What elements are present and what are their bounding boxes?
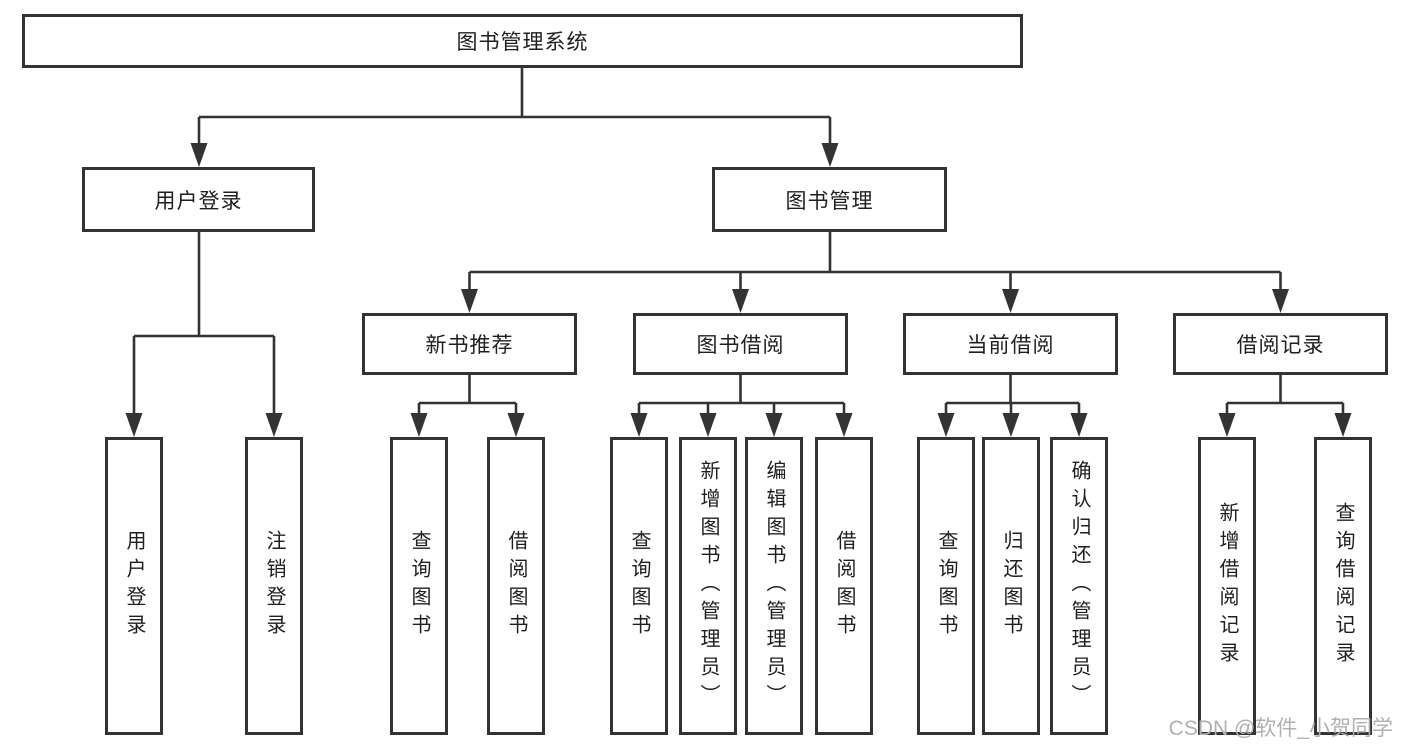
node-book-borrowing-label: 图书借阅 [696,334,785,357]
node-new-book-recommendation-label: 新书推荐 [425,334,514,357]
arrowhead-icon [1070,413,1088,437]
arrowhead-icon [1334,413,1352,437]
arrowhead-icon [507,413,525,437]
leaf-newbooks-query-books-label: 查询图书 [408,530,430,642]
node-current-borrowing: 当前借阅 [903,313,1118,375]
leaf-current-confirm-return-admin: 确认归还（管理员） [1050,437,1108,735]
arrowhead-icon [835,413,853,437]
node-system-root: 图书管理系统 [22,14,1023,68]
node-current-borrowing-label: 当前借阅 [966,334,1055,357]
leaf-borrow-query-books-label: 查询图书 [628,530,650,642]
node-user-login: 用户登录 [82,167,315,232]
leaf-logout-label: 注销登录 [263,530,285,642]
leaf-borrow-add-book-admin: 新增图书（管理员） [679,437,737,735]
leaf-newbooks-borrow-books-label: 借阅图书 [505,530,527,642]
node-new-book-recommendation: 新书推荐 [362,313,577,375]
arrowhead-icon [1218,413,1236,437]
arrowhead-icon [410,413,428,437]
leaf-current-query-books: 查询图书 [917,437,975,735]
arrowhead-icon [765,413,783,437]
leaf-borrow-borrow-books-label: 借阅图书 [833,530,855,642]
arrowhead-icon [1002,413,1020,437]
node-borrowing-records-label: 借阅记录 [1236,334,1325,357]
leaf-records-add-borrow-record-label: 新增借阅记录 [1216,502,1238,670]
node-book-management: 图书管理 [712,167,947,232]
arrowhead-icon [630,413,648,437]
node-book-management-label: 图书管理 [785,189,874,213]
leaf-current-return-book-label: 归还图书 [1000,530,1022,642]
leaf-current-query-books-label: 查询图书 [935,530,957,642]
leaf-borrow-add-book-admin-label: 新增图书（管理员） [697,460,719,712]
leaf-records-query-borrow-record-label: 查询借阅记录 [1332,502,1354,670]
leaf-newbooks-query-books: 查询图书 [390,437,448,735]
arrowhead-icon [265,413,283,437]
leaf-current-return-book: 归还图书 [982,437,1040,735]
leaf-borrow-borrow-books: 借阅图书 [815,437,873,735]
leaf-logout: 注销登录 [245,437,303,735]
leaf-user-login: 用户登录 [105,437,163,735]
node-borrowing-records: 借阅记录 [1173,313,1388,375]
arrowhead-icon [190,143,208,167]
connector-path [132,68,1345,415]
leaf-user-login-label: 用户登录 [123,530,145,642]
arrowhead-icon [699,413,717,437]
leaf-borrow-query-books: 查询图书 [610,437,668,735]
arrowhead-icon [1002,289,1019,313]
arrowhead-icon [937,413,955,437]
arrowhead-icon [1272,289,1289,313]
arrowhead-icon [821,143,839,167]
watermark: CSDN @软件_小贺同学 [1168,717,1393,740]
leaf-records-add-borrow-record: 新增借阅记录 [1198,437,1256,735]
node-user-login-label: 用户登录 [154,189,243,213]
leaf-borrow-edit-book-admin-label: 编辑图书（管理员） [763,460,785,712]
node-system-root-label: 图书管理系统 [456,31,589,54]
arrowhead-icon [732,289,749,313]
arrowhead-icon [461,289,478,313]
arrowheads [125,143,1352,437]
leaf-borrow-edit-book-admin: 编辑图书（管理员） [745,437,803,735]
leaf-current-confirm-return-admin-label: 确认归还（管理员） [1068,460,1090,712]
node-book-borrowing: 图书借阅 [633,313,848,375]
arrowhead-icon [125,413,143,437]
leaf-records-query-borrow-record: 查询借阅记录 [1314,437,1372,735]
leaf-newbooks-borrow-books: 借阅图书 [487,437,545,735]
